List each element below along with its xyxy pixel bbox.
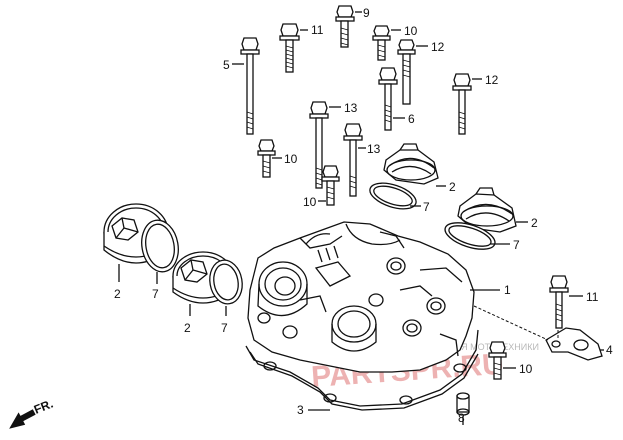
callout-11: 11 bbox=[311, 23, 324, 37]
callout-10-top: 10 bbox=[404, 24, 418, 38]
cylinder-head-1[interactable] bbox=[247, 221, 475, 373]
bolt-10-left[interactable] bbox=[257, 139, 276, 178]
bracket-4[interactable] bbox=[545, 327, 603, 361]
head-gasket-3[interactable] bbox=[245, 329, 479, 411]
callout-2-seal-right: 2 bbox=[531, 216, 538, 230]
callout-2-cap-center: 2 bbox=[184, 321, 191, 335]
bolt-11-top[interactable] bbox=[279, 23, 300, 73]
callout-11-right: 11 bbox=[586, 290, 599, 304]
callout-8: 8 bbox=[458, 411, 465, 425]
front-direction-marker: FR. bbox=[9, 397, 55, 429]
callout-9: 9 bbox=[363, 6, 370, 20]
seal-2-upper[interactable] bbox=[383, 143, 439, 185]
oring-7-right[interactable] bbox=[442, 218, 498, 255]
bolt-13-left[interactable] bbox=[309, 101, 329, 189]
callout-2-seal-upper: 2 bbox=[449, 180, 456, 194]
callout-13-right: 13 bbox=[367, 142, 381, 156]
callout-7-left: 7 bbox=[152, 287, 159, 301]
bolt-10-top[interactable] bbox=[372, 25, 391, 61]
callout-12-upper: 12 bbox=[431, 40, 445, 54]
callout-10-left: 10 bbox=[284, 152, 298, 166]
callout-4: 4 bbox=[606, 343, 613, 357]
callout-13-left: 13 bbox=[344, 101, 358, 115]
oring-7-center[interactable] bbox=[206, 258, 245, 307]
seal-2-right[interactable] bbox=[457, 187, 517, 233]
bolt-9[interactable] bbox=[335, 5, 355, 48]
oring-7-left[interactable] bbox=[138, 217, 182, 274]
oring-7-upper[interactable] bbox=[367, 178, 419, 214]
callout-6: 6 bbox=[408, 112, 415, 126]
bolt-10-lower[interactable] bbox=[488, 341, 507, 380]
callout-3: 3 bbox=[297, 403, 304, 417]
callout-12-right: 12 bbox=[485, 73, 499, 87]
bolt-5[interactable] bbox=[240, 37, 260, 135]
alignment-line bbox=[473, 305, 549, 341]
callout-1: 1 bbox=[504, 283, 511, 297]
callout-10-middle: 10 bbox=[303, 195, 317, 209]
dowel-pin-8[interactable] bbox=[456, 392, 470, 416]
bolt-13-right[interactable] bbox=[343, 123, 363, 197]
callout-7-center: 7 bbox=[221, 321, 228, 335]
callout-5: 5 bbox=[223, 58, 230, 72]
bolt-12-right[interactable] bbox=[452, 73, 472, 135]
callout-7-right: 7 bbox=[513, 238, 520, 252]
callout-10-lower: 10 bbox=[519, 362, 533, 376]
bolt-12-upper[interactable] bbox=[397, 39, 416, 105]
bolt-11-right[interactable] bbox=[549, 275, 569, 329]
front-arrow-icon bbox=[9, 409, 36, 429]
front-label: FR. bbox=[32, 397, 55, 417]
callout-7-upper: 7 bbox=[423, 200, 430, 214]
callout-2-cap-left: 2 bbox=[114, 287, 121, 301]
bolt-6[interactable] bbox=[378, 67, 398, 131]
bolt-10-middle[interactable] bbox=[321, 165, 340, 206]
